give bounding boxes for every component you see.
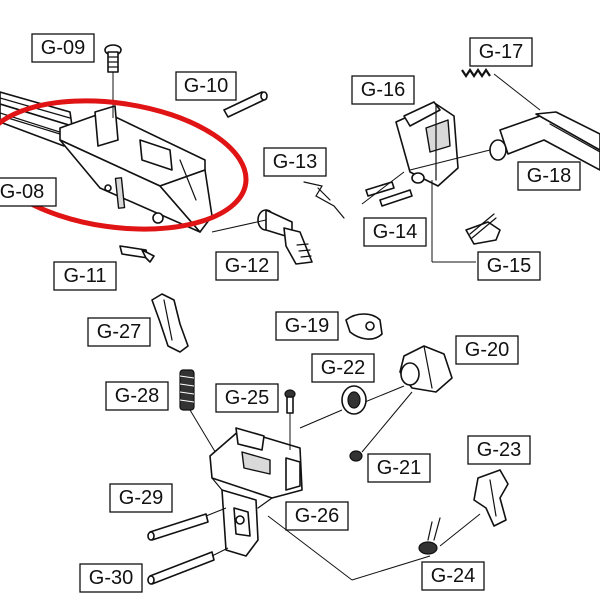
- part-g14-pins: [365, 181, 413, 207]
- label-g08: G-08: [0, 177, 57, 207]
- label-text-g27: G-27: [97, 321, 141, 343]
- part-g11-pin: [119, 245, 155, 263]
- label-g30: G-30: [79, 563, 143, 593]
- label-g28: G-28: [105, 381, 169, 411]
- leader-g12: [211, 219, 267, 233]
- label-g26: G-26: [285, 501, 349, 531]
- label-text-g15: G-15: [487, 255, 531, 277]
- label-text-g21: G-21: [377, 457, 421, 479]
- label-text-g30: G-30: [89, 567, 133, 589]
- label-g24: G-24: [421, 561, 485, 591]
- part-g16-block: [395, 101, 476, 263]
- label-text-g13: G-13: [273, 151, 317, 173]
- label-text-g16: G-16: [361, 79, 405, 101]
- part-g20-block: [359, 345, 453, 405]
- label-text-g14: G-14: [373, 221, 417, 243]
- part-g30-pin: [147, 547, 229, 585]
- label-g14: G-14: [363, 217, 427, 247]
- label-text-g29: G-29: [119, 487, 163, 509]
- part-g15-detent: [465, 213, 501, 245]
- part-g08-block: [59, 105, 213, 233]
- label-text-g11: G-11: [64, 265, 107, 287]
- label-g11: G-11: [53, 261, 117, 291]
- part-g18-bar: [489, 111, 600, 171]
- label-g16: G-16: [351, 75, 415, 105]
- label-g23: G-23: [467, 435, 531, 465]
- highlight-ellipse: [0, 98, 249, 232]
- label-g15: G-15: [477, 251, 541, 281]
- label-text-g17: G-17: [479, 41, 523, 63]
- label-text-g23: G-23: [477, 439, 521, 461]
- part-g17-spring: [461, 68, 541, 111]
- label-text-g12: G-12: [225, 255, 269, 277]
- leader-g18: [409, 149, 491, 171]
- label-g13: G-13: [263, 147, 327, 177]
- label-g17: G-17: [469, 37, 533, 67]
- label-text-g22: G-22: [321, 357, 365, 379]
- part-g21-disc: [349, 391, 413, 462]
- label-g20: G-20: [455, 335, 519, 365]
- leader-g16: [361, 171, 405, 205]
- label-g19: G-19: [275, 311, 339, 341]
- label-text-g19: G-19: [285, 315, 329, 337]
- label-text-g10: G-10: [184, 75, 228, 97]
- part-g23-sear: [473, 469, 509, 527]
- label-text-g24: G-24: [431, 565, 475, 587]
- label-g21: G-21: [367, 453, 431, 483]
- label-g25: G-25: [215, 383, 279, 413]
- part-g25-screw: [284, 389, 296, 450]
- label-text-g09: G-09: [41, 37, 85, 59]
- label-text-g28: G-28: [115, 385, 159, 407]
- part-g24-spring: [267, 513, 481, 581]
- label-g29: G-29: [109, 483, 173, 513]
- label-text-g08: G-08: [0, 181, 44, 203]
- part-g19-cam: [345, 313, 383, 340]
- part-g22-ring: [299, 385, 367, 429]
- label-g22: G-22: [311, 353, 375, 383]
- label-text-g18: G-18: [527, 165, 571, 187]
- part-g13-wire-spring: [303, 181, 345, 219]
- label-g12: G-12: [215, 251, 279, 281]
- part-g09-screw: [104, 44, 122, 118]
- label-g09: G-09: [31, 33, 95, 63]
- part-g12-lever: [257, 209, 313, 265]
- label-text-g25: G-25: [225, 387, 269, 409]
- part-g10-pin: [223, 91, 268, 118]
- label-text-g26: G-26: [295, 505, 339, 527]
- label-g27: G-27: [87, 317, 151, 347]
- label-g10: G-10: [175, 71, 237, 101]
- label-g18: G-18: [517, 161, 581, 191]
- label-text-g20: G-20: [465, 339, 509, 361]
- part-g29-pin: [147, 507, 227, 541]
- part-g26-housing: [209, 427, 303, 557]
- part-g27-ejector: [151, 293, 189, 353]
